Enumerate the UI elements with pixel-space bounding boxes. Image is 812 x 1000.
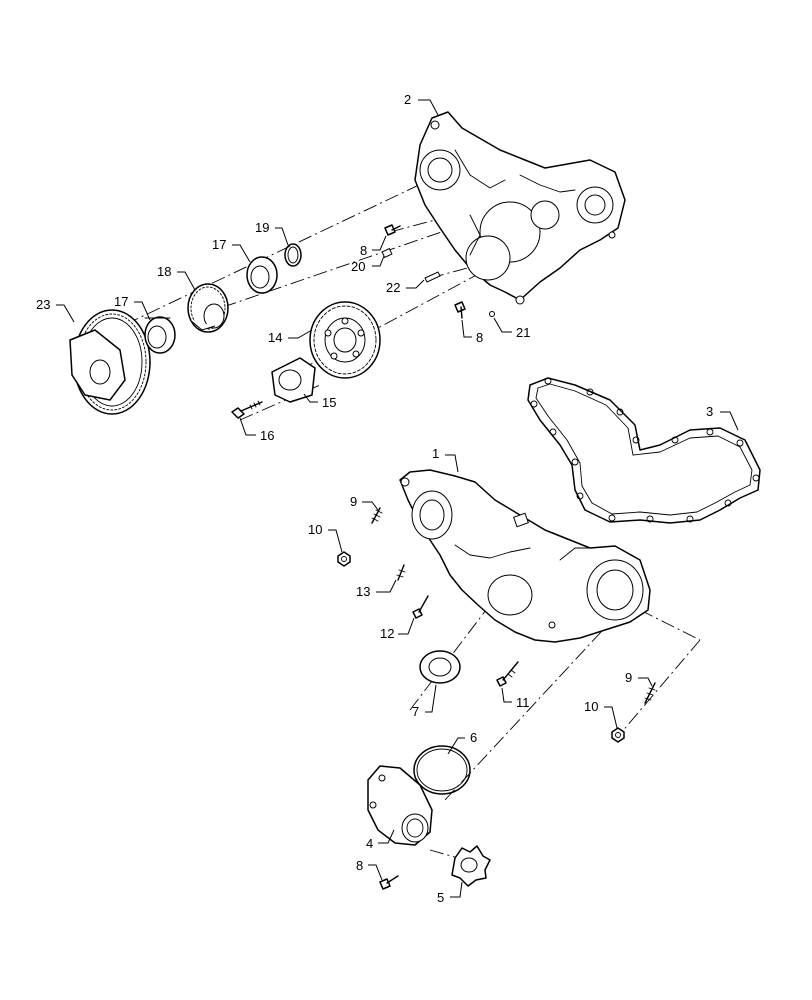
small-fasteners-cover [337,507,656,890]
callout-9-lower: 9 [625,670,632,685]
alignment-lines [81,174,701,861]
gear-part-23 [69,309,151,415]
callout-22: 22 [386,280,400,295]
callout-8-bottom: 8 [356,858,363,873]
callout-12: 12 [380,626,394,641]
callout-7: 7 [412,704,419,719]
gear-part-14 [309,301,381,379]
callout-2: 2 [404,92,411,107]
callout-3: 3 [706,404,713,419]
callout-10-lower: 10 [584,699,598,714]
callout-21: 21 [516,325,530,340]
callout-18: 18 [157,264,171,279]
small-fasteners-upper [381,224,495,319]
pump-housing-part-4 [367,765,433,846]
callout-10-upper: 10 [308,522,322,537]
callout-17-left: 17 [114,294,128,309]
callout-6: 6 [470,730,477,745]
callout-11: 11 [516,695,530,710]
bearing-part-17-left [144,316,176,354]
callout-16: 16 [260,428,274,443]
snap-ring-part-19 [284,243,302,267]
callout-9-upper: 9 [350,494,357,509]
gasket-part-3 [527,377,761,524]
callout-8-middle: 8 [476,330,483,345]
callout-5: 5 [437,890,444,905]
gear-part-18 [187,283,229,333]
front-cover-part-1 [399,469,651,643]
callout-4: 4 [366,836,373,851]
bolt-part-16 [231,400,263,419]
seal-part-7 [419,650,461,684]
callout-15: 15 [322,395,336,410]
callout-17-upper: 17 [212,237,226,252]
callout-23: 23 [36,297,50,312]
bearing-part-17-upper [246,256,278,294]
callout-20: 20 [351,259,365,274]
callout-14: 14 [268,330,282,345]
callout-13: 13 [356,584,370,599]
o-ring-part-6 [413,745,471,795]
rotor-part-5 [451,845,491,887]
housing-part-2 [414,111,626,305]
callout-8-upper: 8 [360,243,367,258]
callout-19: 19 [255,220,269,235]
callout-1: 1 [432,446,439,461]
callout-labels: 2 3 1 4 5 6 7 8 8 8 9 9 10 [36,92,739,905]
hub-part-15 [271,357,316,403]
